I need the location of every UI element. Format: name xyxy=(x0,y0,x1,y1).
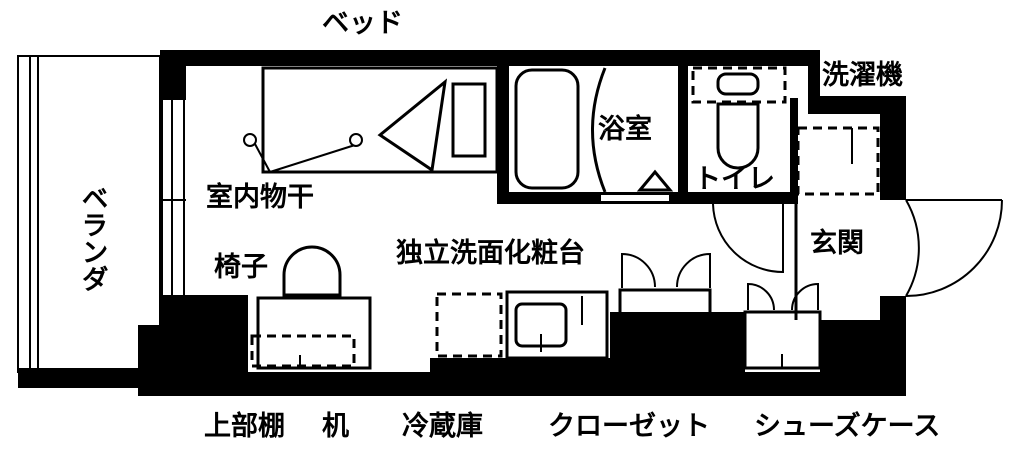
washing-machine xyxy=(796,126,880,196)
label-upper-shelf: 上部棚 xyxy=(204,410,285,442)
label-entrance: 玄関 xyxy=(810,227,864,259)
desk xyxy=(250,296,372,370)
bed xyxy=(243,66,499,174)
window xyxy=(160,100,186,296)
label-closet: クローゼット xyxy=(548,411,710,442)
label-vanity: 独立洗面化粧台 xyxy=(396,237,585,269)
chair xyxy=(282,245,342,297)
doors xyxy=(712,199,1003,320)
label-desk: 机 xyxy=(322,411,349,442)
label-refrigerator: 冷蔵庫 xyxy=(402,411,483,442)
veranda xyxy=(17,55,161,388)
label-veranda: ベランダ xyxy=(77,184,108,292)
label-bathroom: 浴室 xyxy=(598,113,652,145)
label-bed: ベッド xyxy=(322,8,403,39)
label-washing-machine: 洗濯機 xyxy=(822,60,903,91)
vanity xyxy=(505,290,609,360)
label-toilet: トイレ xyxy=(694,164,775,195)
walls xyxy=(138,50,906,396)
label-indoor-drying: 室内物干 xyxy=(206,181,314,213)
closet xyxy=(618,252,712,362)
shoe-case xyxy=(743,282,822,370)
label-shoe-case: シューズケース xyxy=(754,410,940,442)
refrigerator xyxy=(435,292,503,358)
label-chair: 椅子 xyxy=(214,252,268,283)
toilet xyxy=(691,66,787,170)
bathroom xyxy=(514,67,674,193)
